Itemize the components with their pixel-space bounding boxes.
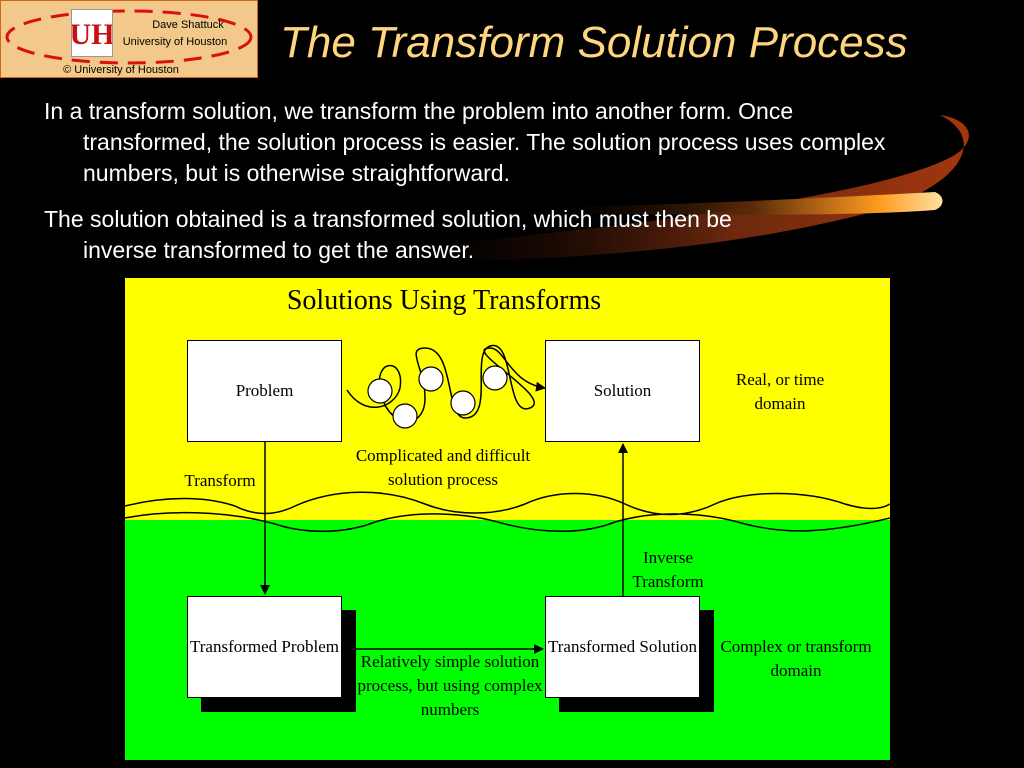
transform-label: Transform — [184, 471, 256, 490]
domain-boundary-wave — [125, 491, 890, 533]
paragraph-1-first-line: In a transform solution, we transform th… — [44, 98, 794, 124]
paragraph-2-first-line: The solution obtained is a transformed s… — [44, 206, 732, 232]
problem-box: Problem — [187, 340, 342, 442]
transformed-solution-box: Transformed Solution — [545, 596, 700, 698]
slide-title: The Transform Solution Process — [280, 18, 908, 67]
diagram-connectors — [125, 344, 890, 654]
difficulty-circle — [418, 366, 444, 392]
inverse-transform-label: Inverse Transform — [632, 548, 704, 591]
complicated-process-label: Complicated and difficult solution proce… — [355, 446, 531, 489]
logo-copyright: © University of Houston — [63, 64, 179, 76]
solution-box: Solution — [545, 340, 700, 442]
logo-author: Dave Shattuck — [152, 19, 224, 31]
logo-institution: University of Houston — [122, 36, 228, 48]
simple-process-label: Relatively simple solution process, but … — [357, 652, 543, 719]
paragraph-1-continuation: transformed, the solution process is eas… — [83, 129, 886, 186]
transform-diagram: Solutions Using Transforms Problem Solut… — [125, 278, 890, 760]
difficulty-circle — [450, 390, 476, 416]
diagram-title: Solutions Using Transforms — [286, 285, 602, 316]
complex-domain-label: Complex or transform domain — [720, 637, 872, 680]
svg-text:UH: UH — [72, 18, 112, 51]
real-domain-label: Real, or time domain — [735, 370, 825, 413]
transformed-problem-box: Transformed Problem — [187, 596, 342, 698]
paragraph-1: In a transform solution, we transform th… — [44, 96, 984, 189]
difficulty-circle — [482, 365, 508, 391]
dashed-oval-emblem — [5, 9, 253, 65]
uh-monogram-icon: UH — [70, 9, 115, 57]
difficulty-circle — [367, 378, 393, 404]
paragraph-2-continuation: inverse transformed to get the answer. — [83, 237, 475, 263]
difficulty-circle — [392, 403, 418, 429]
university-logo-box: UH Dave Shattuck University of Houston ©… — [0, 0, 258, 78]
paragraph-2: The solution obtained is a transformed s… — [44, 204, 984, 266]
